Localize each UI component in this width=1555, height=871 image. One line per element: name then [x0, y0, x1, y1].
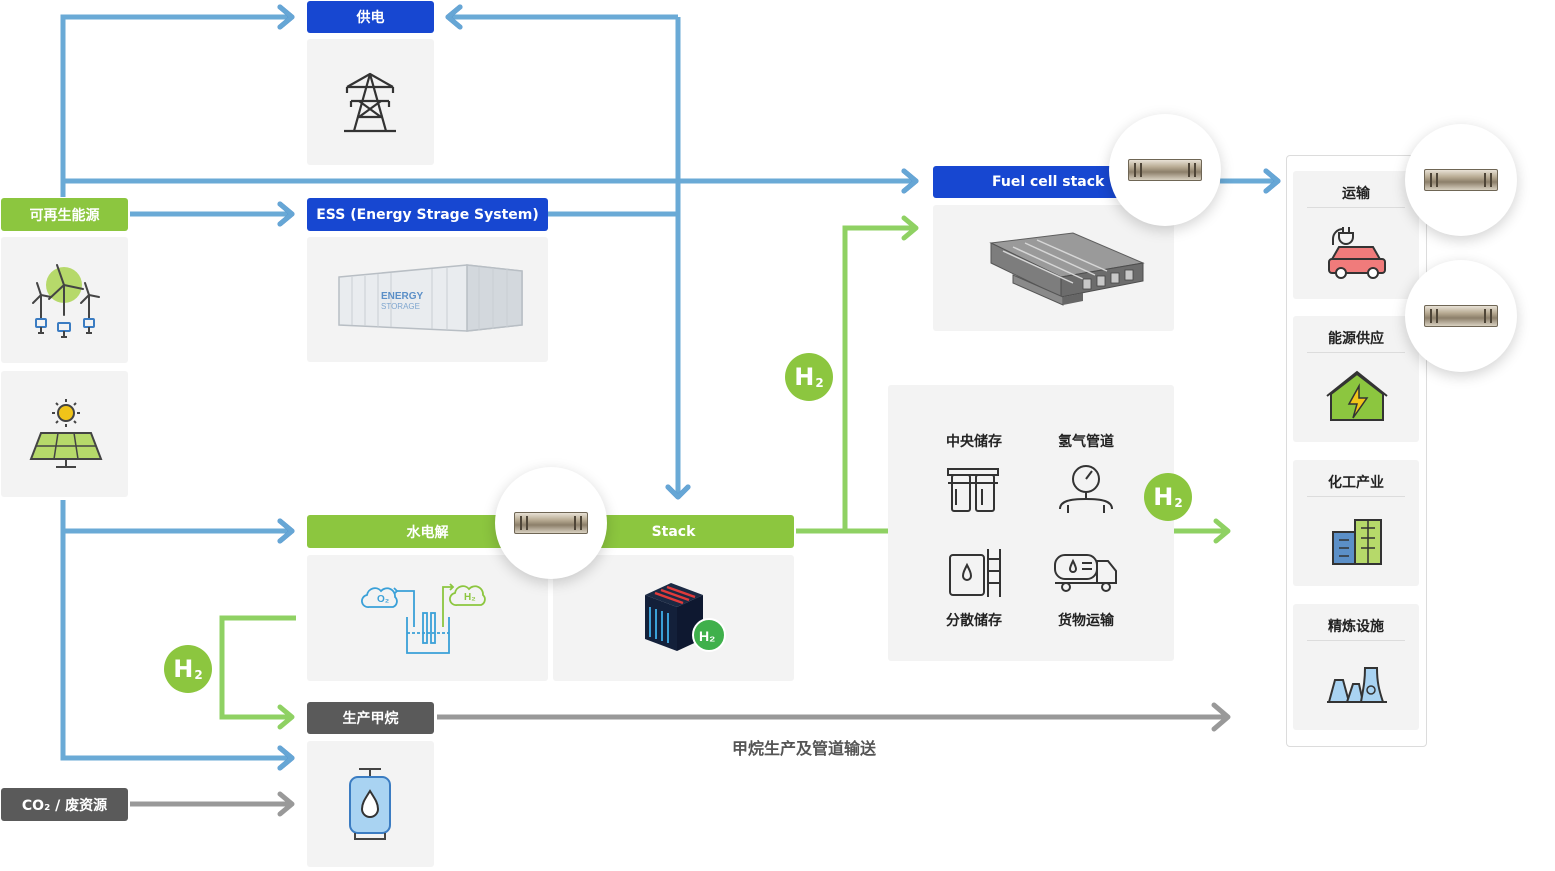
pipeline-gauge-icon [1059, 465, 1113, 513]
ess-image-text-1: ENERGY [381, 291, 424, 302]
flow-h2-to-methane [219, 615, 296, 720]
house-bolt-icon [1326, 370, 1388, 421]
electrolysis-icon: O₂ H₂ [361, 583, 486, 654]
fuel-cell-plate-circle-transport [1405, 124, 1517, 236]
app-refinery-divider [1307, 640, 1405, 641]
refinery-icon [1327, 667, 1387, 703]
electric-car-icon [1328, 227, 1386, 279]
ess-label: ESS (Energy Strage System) [316, 206, 539, 223]
fuel-cell-panel [933, 205, 1174, 331]
storage-tank-ladder-icon [949, 549, 1001, 597]
gas-cylinder-icon [349, 768, 391, 840]
ess-panel: ENERGY STORAGE [307, 237, 548, 362]
methane-panel [307, 741, 434, 867]
co2-label: CO₂ / 废资源 [21, 797, 108, 814]
app-card-transport: 运输 [1293, 171, 1419, 299]
fuel-cell-plate-image [1424, 305, 1498, 327]
renewable-wind-panel [1, 237, 128, 363]
renewable-label: 可再生能源 [29, 207, 100, 224]
fuel-cell-plate-circle-electrolysis [495, 467, 607, 579]
app-chemical-divider [1307, 496, 1405, 497]
app-transport-label: 运输 [1342, 186, 1370, 202]
ess-image-text-2: STORAGE [381, 302, 420, 311]
co2-header: CO₂ / 废资源 [1, 788, 128, 821]
solar-panel-icon [29, 399, 103, 468]
app-energy-supply-label: 能源供应 [1328, 331, 1384, 347]
flow-renewable-to-methane [60, 500, 290, 761]
svg-text:H₂: H₂ [699, 628, 715, 644]
tank-truck-icon [1054, 554, 1117, 592]
fuel-cell-plate-circle-stack [1109, 114, 1221, 226]
renewable-solar-panel [1, 371, 128, 497]
central-storage-label: 中央储存 [946, 434, 1002, 450]
pipeline-label: 氢气管道 [1058, 434, 1114, 450]
freight-label: 货物运输 [1058, 613, 1114, 629]
methane-production-header: 生产甲烷 [307, 702, 434, 734]
fuel-cell-plate-image [1128, 159, 1202, 181]
fuel-cell-stack-label: Fuel cell stack [992, 174, 1105, 190]
storage-tanks-icon [947, 468, 999, 512]
electrolyzer-stack-icon: H₂ [645, 583, 726, 652]
fuel-cell-plate-image [514, 512, 588, 534]
stack-label: Stack [651, 523, 696, 540]
power-supply-label: 供电 [356, 10, 385, 26]
distributed-storage-label: 分散储存 [946, 613, 1002, 629]
app-energy-supply-divider [1307, 352, 1405, 353]
factory-buildings-icon [1332, 519, 1382, 565]
app-transport-divider [1307, 207, 1405, 208]
app-refinery-label: 精炼设施 [1328, 619, 1384, 635]
flow-renewable-to-power [60, 14, 290, 197]
app-chemical-label: 化工产业 [1328, 475, 1384, 491]
flow-stack-to-fuelcell [842, 225, 916, 531]
wind-turbine-icon [32, 264, 100, 338]
app-card-refinery: 精炼设施 [1293, 604, 1419, 730]
app-card-energy-supply: 能源供应 [1293, 316, 1419, 442]
svg-text:O₂: O₂ [377, 594, 389, 605]
methane-production-label: 生产甲烷 [342, 711, 399, 727]
renewable-header: 可再生能源 [1, 198, 128, 231]
fuel-cell-plate-image [1424, 169, 1498, 191]
fuel-cell-stack-image [989, 232, 1145, 306]
electrolysis-panel: O₂ H₂ [307, 555, 548, 681]
transmission-tower-icon [344, 72, 396, 133]
energy-storage-container-icon: ENERGY STORAGE [338, 264, 523, 332]
app-card-chemical: 化工产业 [1293, 460, 1419, 586]
power-supply-panel [307, 39, 434, 165]
methane-pipeline-label: 甲烷生产及管道输送 [731, 739, 876, 758]
stack-panel: H₂ [553, 555, 794, 681]
power-supply-header: 供电 [307, 1, 434, 33]
electrolysis-label: 水电解 [406, 524, 449, 541]
ess-header: ESS (Energy Strage System) [307, 198, 548, 231]
fuel-cell-plate-circle-energy [1405, 260, 1517, 372]
svg-text:H₂: H₂ [464, 592, 476, 603]
hydrogen-storage-panel: 中央储存 氢气管道 分散储存 货物运输 [888, 385, 1174, 661]
